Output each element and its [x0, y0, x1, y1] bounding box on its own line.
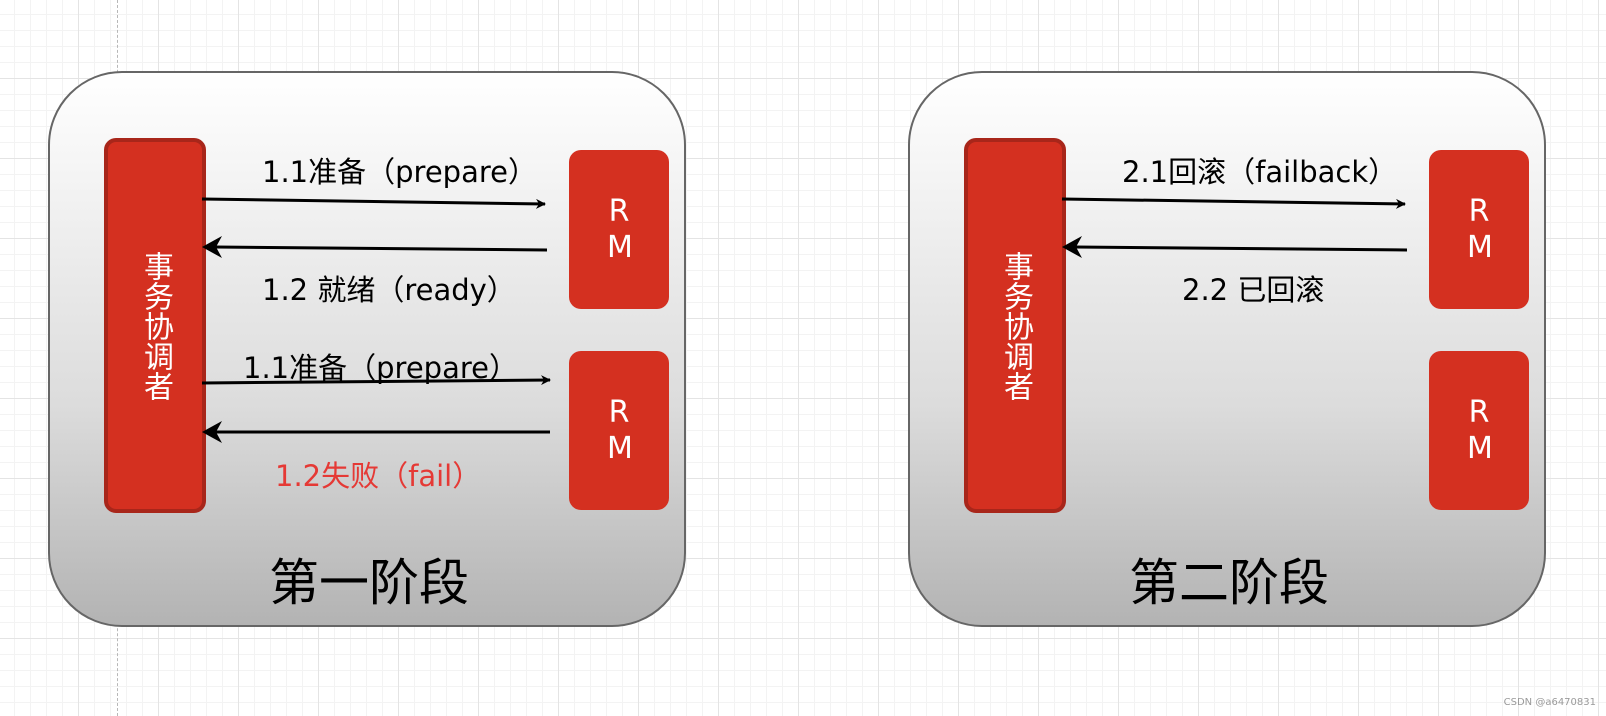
msg-prepare-top: 1.1准备（prepare） [262, 155, 537, 189]
watermark: CSDN @a6470831 [1503, 697, 1596, 708]
coordinator-label: 事务协调者 [139, 250, 172, 401]
arrow-prepare-top [201, 197, 546, 209]
rm-node-bottom: RM [1429, 351, 1529, 510]
msg-failback: 2.1回滚（failback） [1122, 155, 1398, 189]
phase-one-arrows [201, 197, 551, 443]
rm-node-top: RM [1429, 150, 1529, 309]
rm-label-bottom: RM [607, 394, 633, 466]
rm-node-top: RM [569, 150, 669, 309]
arrowhead-fail-bottom [202, 421, 222, 443]
rm-label-top: RM [1467, 193, 1493, 265]
phase-two-panel: 事务协调者 RM RM 2.1回滚（failback） 2.2 已回滚 第二阶段 [908, 71, 1546, 627]
arrowhead-rolled-back [1062, 236, 1082, 258]
arrow-ready-top [214, 245, 548, 252]
msg-rolled-back: 2.2 已回滚 [1182, 273, 1325, 307]
rm-node-bottom: RM [569, 351, 669, 510]
coordinator-node: 事务协调者 [104, 138, 206, 513]
coordinator-label: 事务协调者 [999, 250, 1032, 401]
arrow-prepare-bottom [201, 375, 551, 386]
msg-prepare-bottom: 1.1准备（prepare） [243, 351, 518, 385]
arrowhead-ready-top [202, 236, 222, 258]
rm-label-bottom: RM [1467, 394, 1493, 466]
rm-label-top: RM [607, 193, 633, 265]
coordinator-node: 事务协调者 [964, 138, 1066, 513]
phase-two-arrows [1061, 197, 1408, 258]
phase-two-title: 第二阶段 [1129, 554, 1329, 612]
msg-ready: 1.2 就绪（ready） [262, 273, 516, 307]
msg-fail: 1.2失败（fail） [275, 459, 482, 493]
arrow-rolled-back [1074, 245, 1408, 252]
phase-one-title: 第一阶段 [269, 554, 469, 612]
arrow-failback [1061, 197, 1406, 209]
phase-one-panel: 事务协调者 RM RM 1.1准备（prepare） 1.2 就绪（ready）… [48, 71, 686, 627]
